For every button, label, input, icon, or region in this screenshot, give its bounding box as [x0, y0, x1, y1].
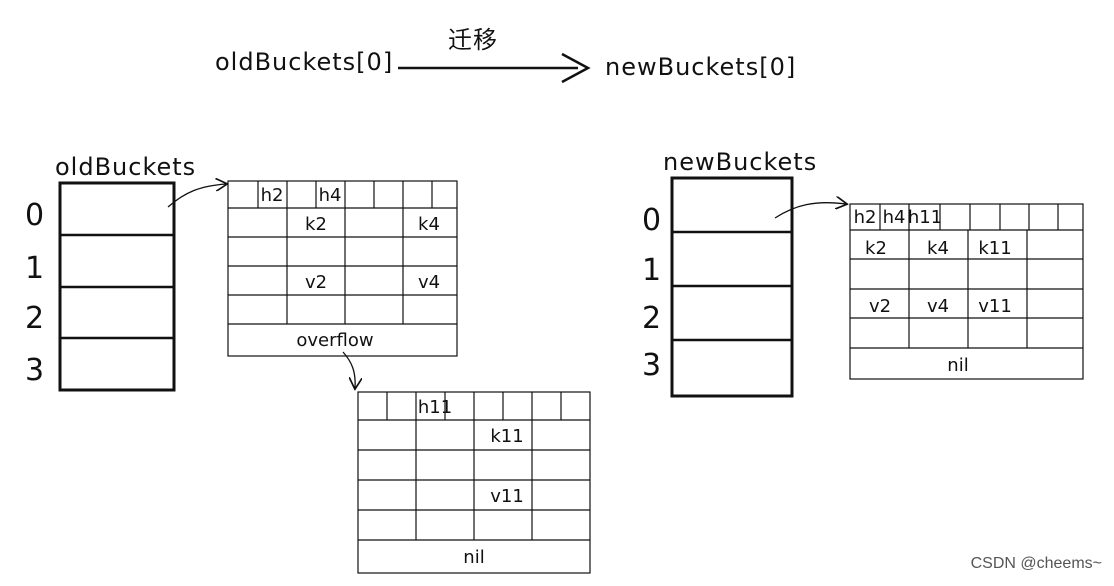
overflow-bucket — [357, 391, 591, 574]
old-key-1: k2 — [305, 214, 327, 235]
new-tophash-2: h11 — [908, 207, 942, 228]
old-buckets-title: oldBuckets — [55, 153, 196, 181]
old-tophash-3: h4 — [319, 185, 342, 206]
old-bucket-pointer-arrow — [167, 184, 226, 208]
new-key-0: k2 — [865, 238, 887, 259]
new-buckets-title: newBuckets — [663, 148, 817, 176]
new-value-0: v2 — [869, 296, 891, 317]
new-nil-label: nil — [947, 355, 968, 376]
new-key-2: k11 — [978, 238, 1011, 259]
new-index-2: 2 — [642, 301, 661, 336]
new-value-1: v4 — [927, 296, 949, 317]
old-overflow-label: overflow — [296, 330, 373, 351]
old-value-1: v2 — [305, 272, 327, 293]
new-key-1: k4 — [927, 238, 949, 259]
new-index-0: 0 — [642, 203, 661, 238]
old-index-0: 0 — [25, 198, 44, 233]
new-tophash-1: h4 — [883, 207, 906, 228]
old-index-3: 3 — [25, 353, 44, 388]
header-to-label: newBuckets[0] — [605, 53, 796, 81]
overflow-value-2: v11 — [490, 486, 524, 507]
overflow-nil-label: nil — [463, 547, 484, 568]
old-bucket — [227, 180, 458, 357]
old-index-2: 2 — [25, 301, 44, 336]
old-key-3: k4 — [418, 214, 440, 235]
overflow-pointer-arrow — [342, 351, 355, 388]
old-index-1: 1 — [25, 251, 44, 286]
new-buckets-array — [670, 176, 794, 398]
overflow-key-2: k11 — [490, 426, 523, 447]
new-tophash-0: h2 — [854, 207, 877, 228]
header-action-label: 迁移 — [448, 26, 498, 54]
overflow-tophash-2: h11 — [418, 397, 452, 418]
old-buckets-array — [58, 181, 176, 392]
old-tophash-1: h2 — [261, 185, 284, 206]
new-bucket-pointer-arrow — [774, 203, 846, 219]
header-from-label: oldBuckets[0] — [215, 48, 393, 76]
new-bucket — [849, 203, 1084, 380]
new-index-3: 3 — [642, 348, 661, 383]
new-value-2: v11 — [978, 296, 1012, 317]
watermark: CSDN @cheems~ — [970, 555, 1102, 572]
new-index-1: 1 — [642, 253, 661, 288]
header-arrow — [398, 52, 591, 84]
old-value-3: v4 — [418, 272, 440, 293]
